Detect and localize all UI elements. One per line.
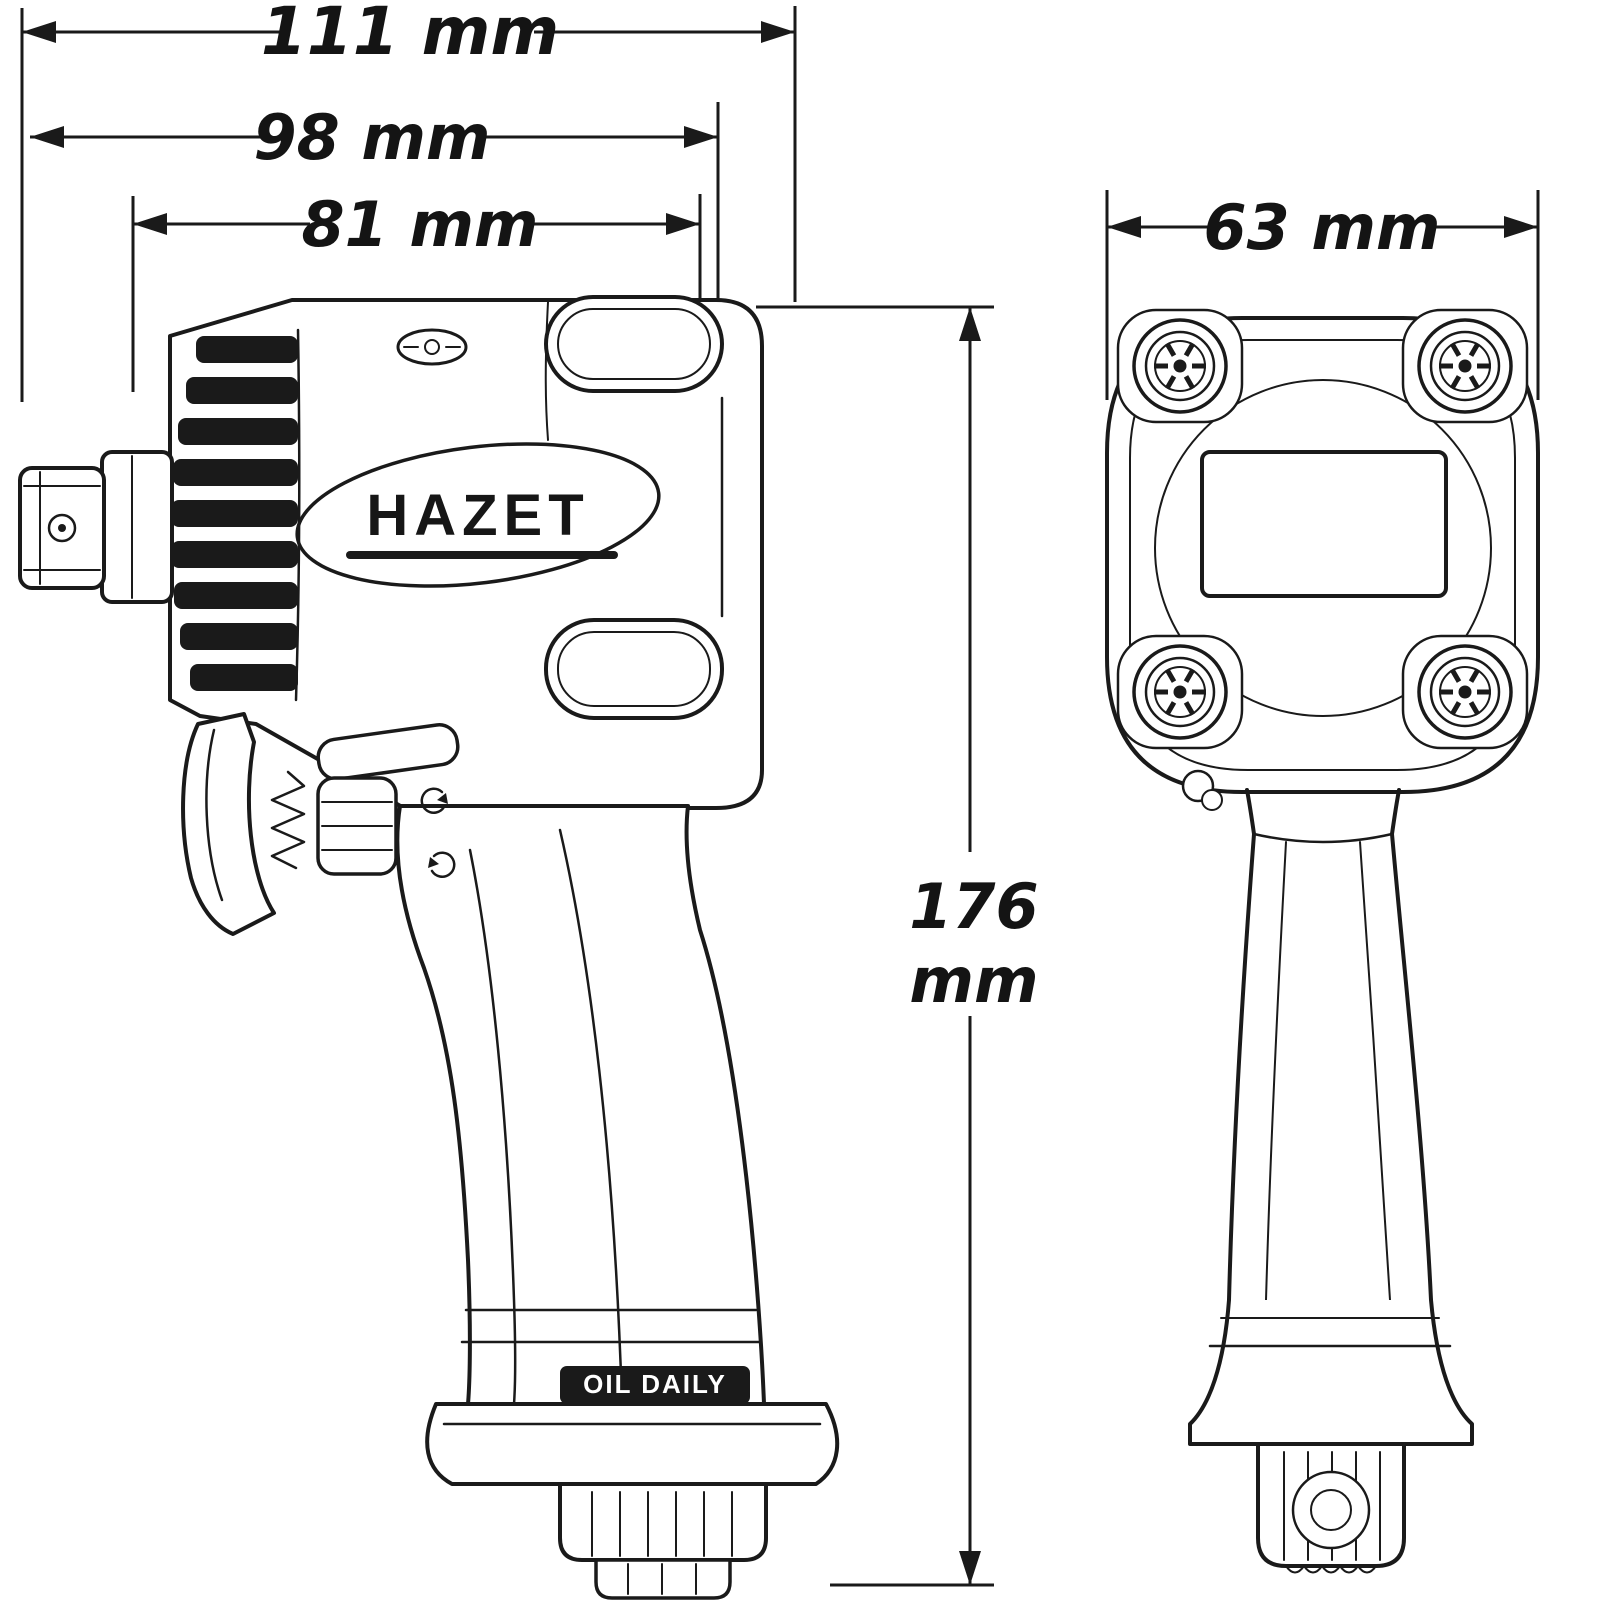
square-drive: [18, 450, 174, 604]
dimension-label-height-unit: mm: [909, 944, 1038, 1017]
dimension-body-length: 98 mm: [30, 101, 720, 302]
dimension-label-width: 63 mm: [1203, 191, 1440, 264]
torx-screw-icon: [1134, 646, 1226, 738]
trigger-lever: [181, 712, 276, 936]
torx-screw-icon: [1134, 320, 1226, 412]
front-handle: [1227, 788, 1433, 1302]
inlet-ribs: [591, 1491, 733, 1557]
dimension-label-body-length: 98 mm: [253, 101, 490, 174]
dimension-overall-length: 111 mm: [20, 0, 797, 402]
handle-marking-label: OIL DAILY: [583, 1369, 727, 1399]
dimension-height: 176 mm: [756, 305, 1039, 1587]
air-inlet-side: [558, 1482, 768, 1600]
exhaust-vent-icon: [396, 328, 468, 366]
dimension-label-overall-length: 111 mm: [261, 0, 559, 70]
rear-bumper-bottom: [544, 618, 724, 720]
dimension-width: 63 mm: [1105, 190, 1540, 400]
front-view: [1105, 308, 1540, 1574]
dimension-front-length: 81 mm: [131, 188, 702, 392]
grip-contour-line: [558, 828, 624, 1406]
hanging-ring-icon: [1181, 769, 1223, 811]
oil-daily-band: OIL DAILY: [560, 1366, 750, 1404]
grip-contour-line: [1265, 841, 1287, 1301]
drive-collar: [100, 450, 174, 604]
trigger-mechanism: [181, 712, 460, 936]
reverse-rotation-arrow-icon: [428, 851, 456, 878]
brand-logo-text: HAZET: [366, 483, 589, 548]
grip-contour-line: [468, 848, 517, 1406]
rear-bumper-top: [544, 295, 724, 393]
forward-rotation-arrow-icon: [420, 787, 448, 814]
dimension-label-front-length: 81 mm: [301, 188, 538, 261]
hammer-case-ring: [1154, 379, 1492, 717]
inlet-bore: [1291, 1470, 1371, 1550]
torx-screw-icon: [1419, 320, 1511, 412]
side-view: OIL DAILY HAZET: [18, 295, 840, 1600]
pistol-grip-handle: [395, 804, 766, 1406]
grip-contour-line: [1359, 841, 1391, 1301]
torx-screw-icon: [1419, 646, 1511, 738]
front-handle-base: [1188, 1298, 1474, 1446]
brand-logo: HAZET: [295, 442, 661, 588]
spring-icon: [270, 770, 306, 870]
air-inlet-front: [1256, 1442, 1406, 1574]
reverse-lever: [316, 723, 460, 781]
cooling-fins: [171, 336, 298, 691]
nameplate-recess: [1200, 450, 1448, 598]
hammer-case-seam: [544, 301, 549, 441]
reverse-knob: [316, 776, 398, 876]
housing-inner-contour: [294, 328, 301, 702]
dimension-label-height-value: 176: [909, 870, 1038, 943]
inlet-spline-teeth: [1285, 1565, 1377, 1574]
handle-base: [425, 1402, 840, 1486]
